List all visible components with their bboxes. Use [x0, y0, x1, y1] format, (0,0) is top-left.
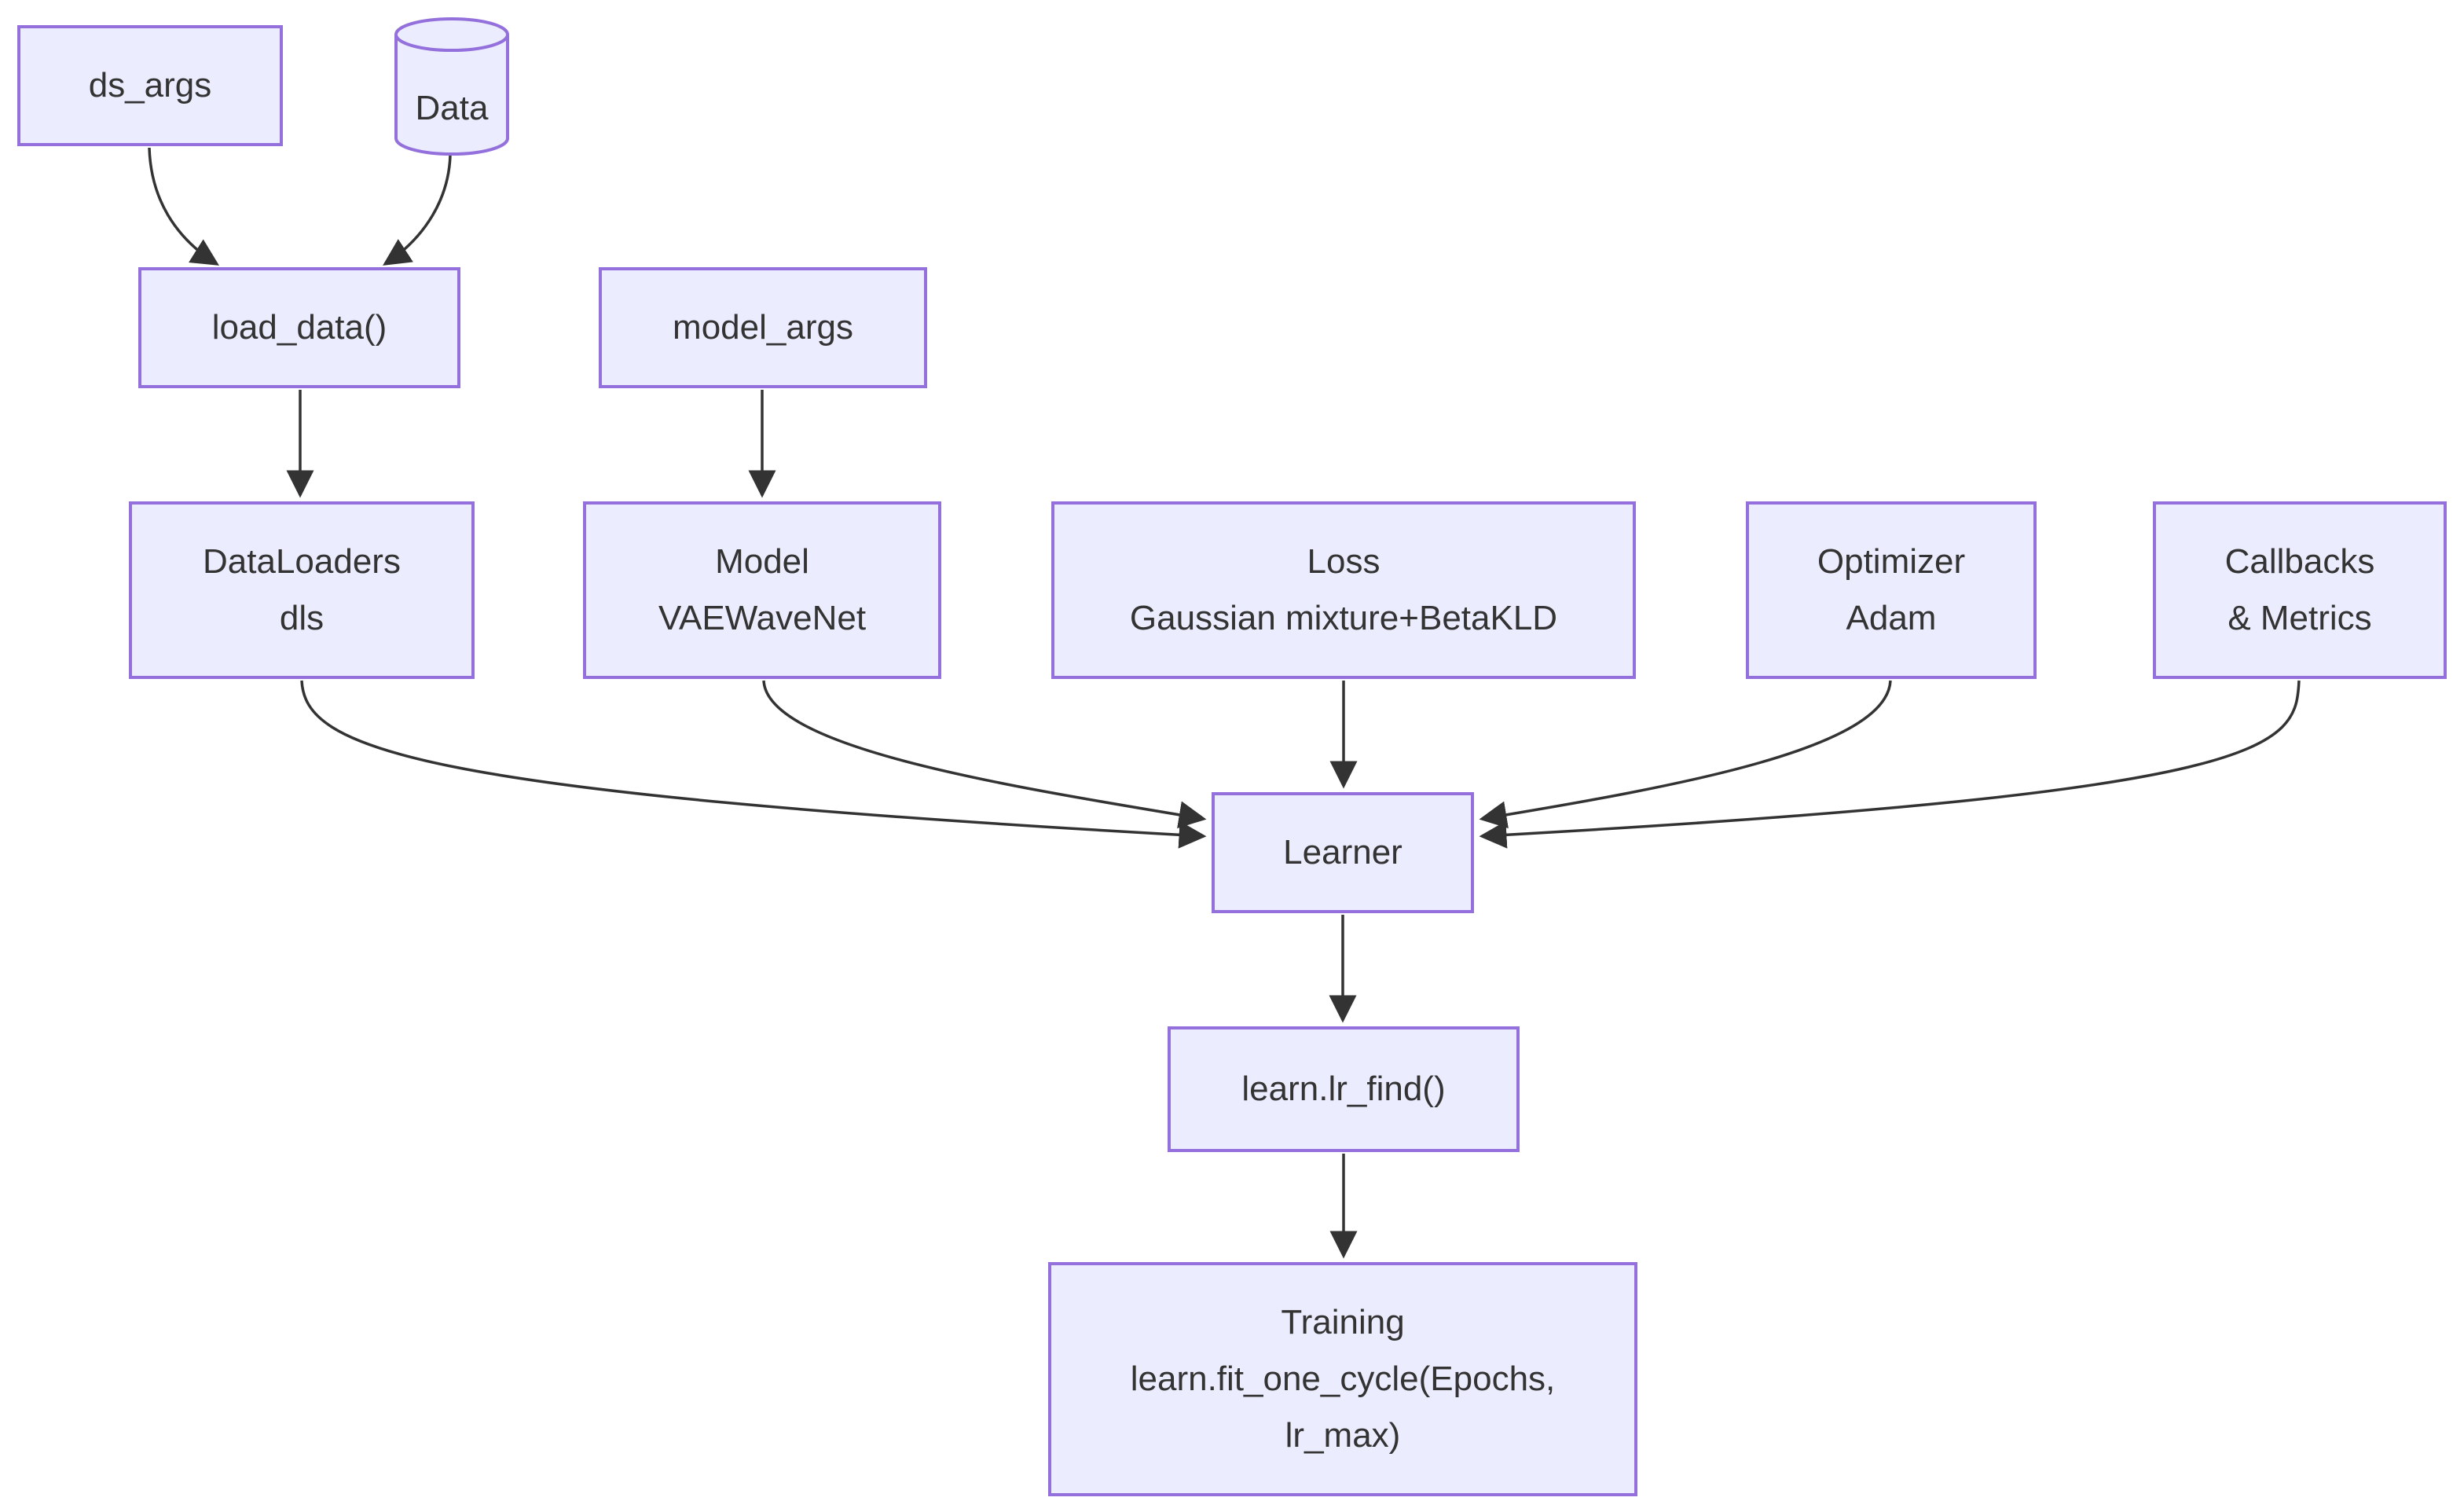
edge-model-learner — [762, 680, 1207, 829]
data-cylinder-top-rim — [394, 34, 509, 52]
node-training: Training learn.fit_one_cycle(Epochs, lr_… — [1048, 1262, 1637, 1496]
node-model-line1: Model — [715, 542, 809, 581]
node-lr-find-label: learn.lr_find() — [1241, 1070, 1446, 1108]
edge-dataloaders-learner — [300, 680, 1207, 849]
edge-optimizer-learner — [1479, 680, 1892, 829]
node-model: Model VAEWaveNet — [583, 501, 941, 679]
node-optimizer-line1: Optimizer — [1817, 542, 1966, 581]
node-learner-label: Learner — [1283, 833, 1402, 872]
data-cylinder — [394, 17, 509, 156]
edge-ds_args-load_data — [148, 147, 219, 266]
node-model-line2: VAEWaveNet — [658, 599, 867, 637]
node-training-line3: lr_max) — [1285, 1416, 1401, 1455]
node-data-label: Data — [396, 80, 508, 137]
node-callbacks-line2: & Metrics — [2228, 599, 2372, 637]
node-learner: Learner — [1212, 792, 1474, 913]
node-callbacks-line1: Callbacks — [2224, 542, 2375, 581]
node-ds-args-label: ds_args — [88, 66, 212, 105]
node-dataloaders-line1: DataLoaders — [203, 542, 401, 581]
node-lr-find: learn.lr_find() — [1168, 1026, 1520, 1152]
node-loss: Loss Gaussian mixture+BetaKLD — [1051, 501, 1636, 679]
node-dataloaders: DataLoaders dls — [129, 501, 475, 679]
node-loss-line1: Loss — [1307, 542, 1380, 581]
data-cylinder-body — [394, 17, 509, 156]
edge-callbacks-learner — [1479, 680, 2301, 849]
node-model-args-label: model_args — [673, 308, 853, 347]
node-load-data-label: load_data() — [211, 308, 387, 347]
node-load-data: load_data() — [138, 267, 460, 388]
node-training-line1: Training — [1281, 1303, 1405, 1341]
edge-data-load_data — [383, 155, 452, 266]
node-optimizer-line2: Adam — [1846, 599, 1937, 637]
node-model-args: model_args — [599, 267, 927, 388]
node-loss-line2: Gaussian mixture+BetaKLD — [1129, 599, 1558, 637]
node-data-text: Data — [415, 89, 489, 127]
node-training-line2: learn.fit_one_cycle(Epochs, — [1130, 1360, 1556, 1398]
node-optimizer: Optimizer Adam — [1746, 501, 2037, 679]
node-ds-args: ds_args — [17, 25, 283, 146]
node-callbacks: Callbacks & Metrics — [2153, 501, 2447, 679]
node-dataloaders-line2: dls — [279, 599, 324, 637]
